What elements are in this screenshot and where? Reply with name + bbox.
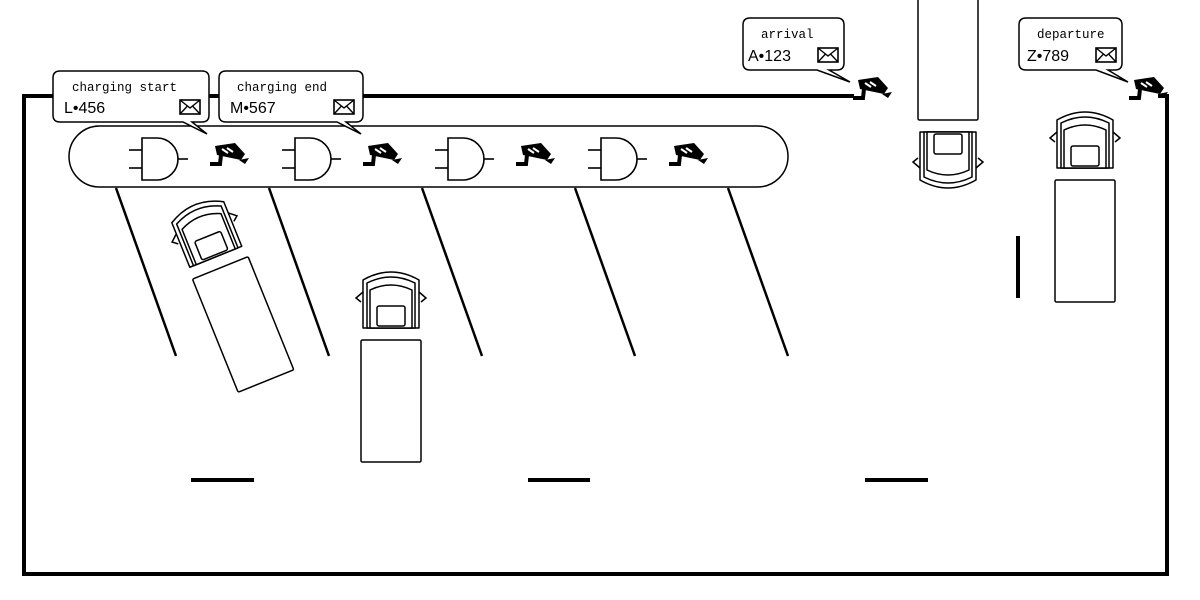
bay-line xyxy=(267,187,331,357)
security-camera-icon xyxy=(851,75,894,100)
envelope-icon xyxy=(1095,47,1117,63)
callout-arrival: arrival A•123 xyxy=(742,17,851,83)
truck-icon xyxy=(912,0,984,189)
speech-bubble xyxy=(218,70,364,135)
lane-markings xyxy=(191,236,1020,482)
callout-label: charging start xyxy=(72,81,177,95)
envelope-icon xyxy=(179,99,201,115)
envelope-icon xyxy=(817,47,839,63)
speech-bubble xyxy=(742,17,851,83)
license-plate: Z•789 xyxy=(1027,48,1069,65)
license-plate: A•123 xyxy=(748,48,791,65)
bay-line xyxy=(420,187,484,357)
bay-line xyxy=(726,187,790,357)
callout-charging-end: charging end M•567 xyxy=(218,70,364,135)
bay-divider-lines xyxy=(114,187,790,357)
speech-bubble xyxy=(1018,17,1129,83)
envelope-icon xyxy=(333,99,355,115)
speech-bubble xyxy=(52,70,210,135)
truck-icon xyxy=(161,190,300,395)
license-plate: M•567 xyxy=(230,100,276,117)
bay-line xyxy=(573,187,637,357)
callout-departure: departure Z•789 xyxy=(1018,17,1129,83)
bay-line xyxy=(114,187,178,357)
callout-label: charging end xyxy=(237,81,327,95)
callout-label: arrival xyxy=(761,28,814,42)
callout-label: departure xyxy=(1037,28,1105,42)
truck-icon xyxy=(1049,111,1121,303)
license-plate: L•456 xyxy=(64,100,105,117)
callout-charging-start: charging start L•456 xyxy=(52,70,210,135)
security-camera-icon xyxy=(1127,75,1170,100)
truck-icon xyxy=(355,271,427,463)
